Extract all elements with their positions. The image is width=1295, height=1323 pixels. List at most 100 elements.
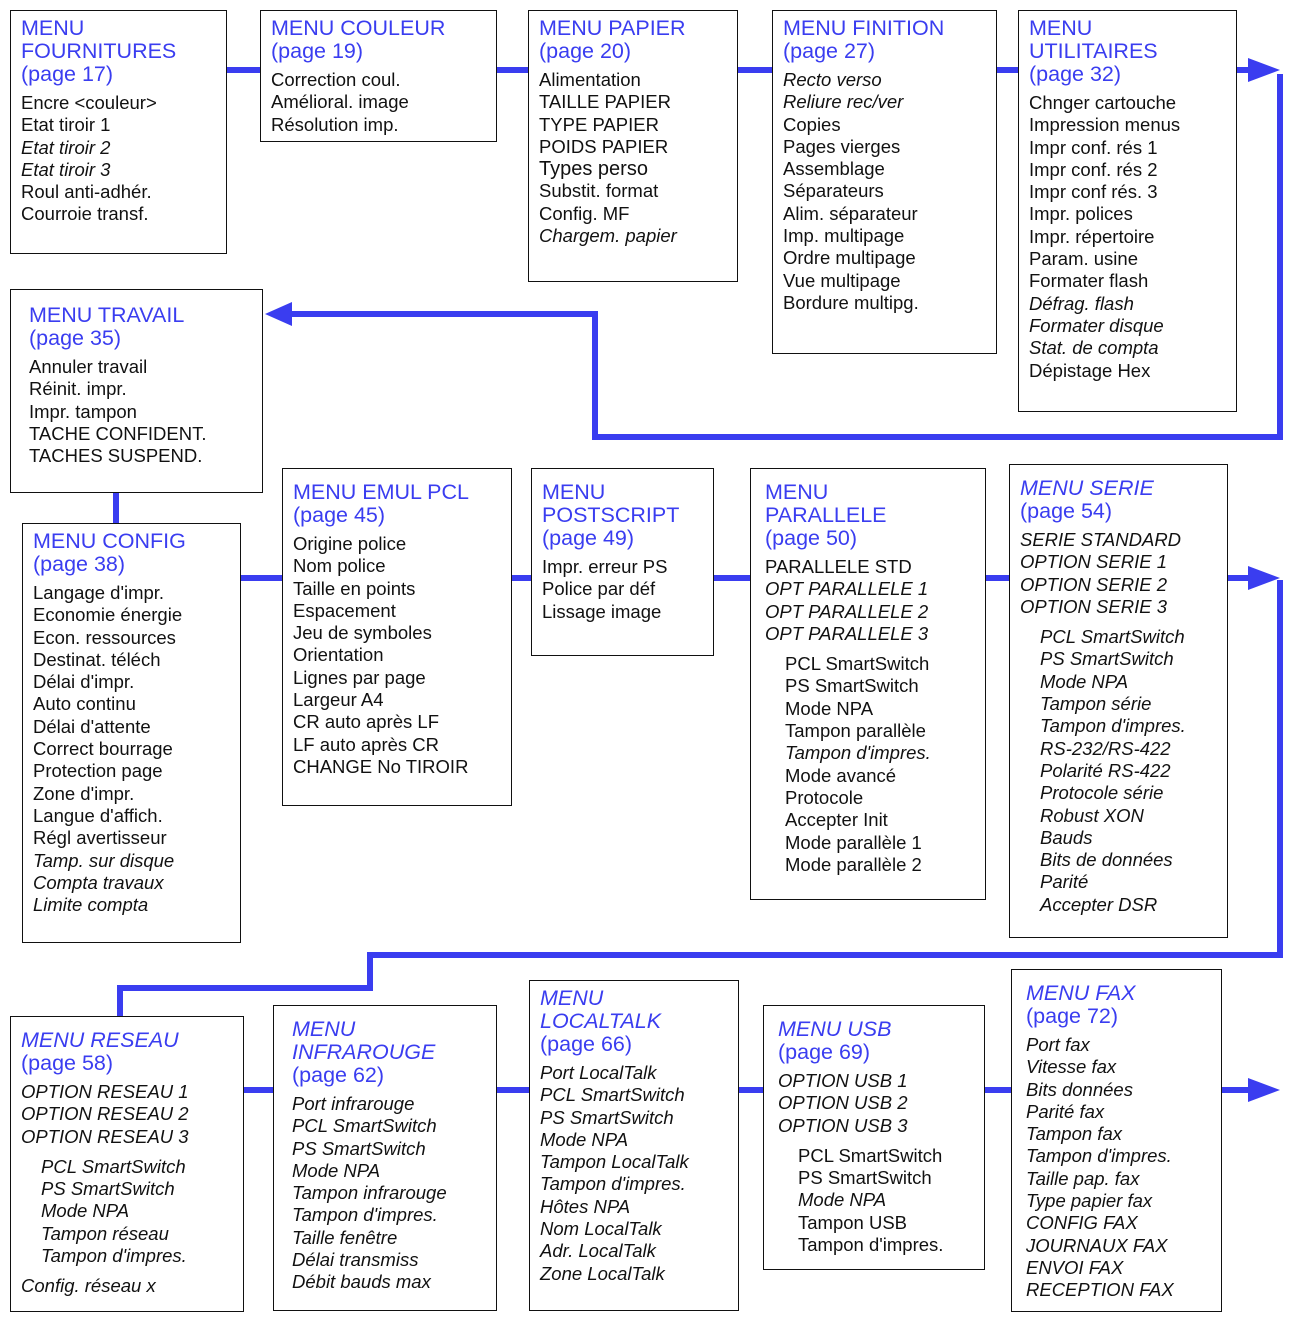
connector-loop-to-travail (290, 74, 1283, 440)
menu-item: Jeu de symboles (293, 622, 432, 644)
menu-title: MENU POSTSCRIPT (page 49) (542, 480, 680, 550)
menu-subitem: Tampon réseau (41, 1222, 169, 1244)
menu-item: Tampon d'impres. (1026, 1145, 1172, 1167)
menu-travail-box: MENU TRAVAIL (page 35) Annuler travail R… (10, 289, 263, 493)
menu-item: JOURNAUX FAX (1026, 1234, 1168, 1256)
menu-item: Reliure rec/ver (783, 91, 904, 113)
menu-subitem: Protocole (785, 786, 864, 808)
menu-item: TYPE PAPIER (539, 113, 659, 135)
menu-item: Auto continu (33, 693, 136, 715)
menu-subitem: Parité (1040, 871, 1089, 893)
menu-item: PARALLELE STD (765, 556, 912, 577)
menu-title: MENU UTILITAIRES (page 32) (1029, 16, 1158, 86)
menu-item: Formater flash (1029, 270, 1149, 292)
menu-usb-box: MENU USB (page 69) OPTION USB 1 OPTION U… (763, 1005, 985, 1270)
menu-utilitaires-box: MENU UTILITAIRES (page 32) Chnger cartou… (1018, 10, 1237, 412)
menu-couleur-box: MENU COULEUR (page 19) Correction coul. … (260, 10, 497, 142)
menu-item: Roul anti-adhér. (21, 181, 152, 203)
menu-subitem: Accepter DSR (1040, 893, 1158, 915)
menu-title: MENU RESEAU (page 58) (21, 1028, 179, 1075)
menu-item: Type papier fax (1026, 1190, 1153, 1212)
menu-item: Annuler travail (29, 356, 148, 377)
menu-item: SERIE STANDARD (1020, 529, 1182, 550)
menu-subitem: Mode avancé (785, 764, 897, 786)
menu-item: Chargem. papier (539, 225, 677, 247)
menu-title: MENU INFRAROUGE (page 62) (292, 1017, 436, 1087)
menu-item: Vue multipage (783, 269, 901, 291)
menu-item: Bordure multipg. (783, 291, 919, 313)
menu-subitem: PCL SmartSwitch (1040, 626, 1185, 648)
menu-item: Zone d'impr. (33, 782, 135, 804)
menu-item: Délai transmiss (292, 1249, 419, 1271)
menu-subitem: PS SmartSwitch (41, 1178, 175, 1200)
menu-subitem: Tampon d'impres. (41, 1245, 187, 1267)
menu-item: Impr conf rés. 3 (1029, 181, 1158, 203)
menu-item: Dépistage Hex (1029, 359, 1151, 381)
arrowhead-right-top (1248, 58, 1280, 82)
menu-subitem: PCL SmartSwitch (785, 653, 930, 675)
arrowhead-right-bottom (1248, 1078, 1280, 1102)
menu-item: Courroie transf. (21, 203, 149, 225)
menu-subitem: Bauds (1040, 826, 1093, 848)
menu-fournitures-box: MENU FOURNITURES (page 17) Encre <couleu… (10, 10, 227, 254)
menu-title: MENU TRAVAIL (page 35) (29, 303, 185, 350)
menu-title: MENU PAPIER (page 20) (539, 16, 686, 63)
menu-title: MENU CONFIG (page 38) (33, 529, 186, 576)
menu-config-box: MENU CONFIG (page 38) Langage d'impr. Ec… (22, 523, 241, 943)
menu-item: Régl avertisseur (33, 827, 167, 849)
menu-item: OPT PARALLELE 1 (765, 578, 929, 600)
menu-subitem: PS SmartSwitch (1040, 648, 1174, 670)
menu-item: OPTION USB 1 (778, 1070, 908, 1091)
menu-item: Tampon d'impres. (540, 1173, 686, 1195)
menu-subitem: Tampon USB (798, 1211, 907, 1233)
menu-item: Encre <couleur> (21, 92, 157, 113)
menu-subitem: Bits de données (1040, 849, 1173, 871)
menu-title: MENU FOURNITURES (page 17) (21, 16, 177, 86)
menu-item: Econ. ressources (33, 626, 176, 648)
menu-item: Réinit. impr. (29, 378, 127, 400)
menu-item: OPT PARALLELE 3 (765, 622, 929, 644)
menu-infrarouge-box: MENU INFRAROUGE (page 62) Port infraroug… (273, 1005, 497, 1311)
menu-item: OPTION SERIE 1 (1020, 551, 1168, 573)
menu-title: MENU PARALLELE (page 50) (765, 480, 887, 550)
menu-item: PCL SmartSwitch (292, 1115, 437, 1137)
menu-item: PS SmartSwitch (292, 1137, 426, 1159)
menu-item: LF auto après CR (293, 733, 440, 755)
menu-item: Résolution imp. (271, 113, 399, 135)
menu-parallele-box: MENU PARALLELE (page 50) PARALLELE STD O… (750, 468, 986, 900)
menu-item: ENVOI FAX (1026, 1256, 1124, 1278)
menu-item: Zone LocalTalk (540, 1262, 665, 1284)
menu-subitem: Robust XON (1040, 804, 1144, 826)
menu-item: Pages vierges (783, 135, 901, 157)
menu-item: OPTION SERIE 2 (1020, 573, 1168, 595)
menu-item: Tampon d'impres. (292, 1204, 438, 1226)
menu-item: Etat tiroir 2 (21, 136, 111, 158)
menu-item: TACHE CONFIDENT. (29, 422, 207, 444)
menu-papier-box: MENU PAPIER (page 20) Alimentation TAILL… (528, 10, 738, 282)
menu-item: Types perso (539, 158, 648, 181)
menu-item: Port infrarouge (292, 1093, 415, 1114)
menu-item: Défrag. flash (1029, 292, 1134, 314)
menu-item: Compta travaux (33, 871, 164, 893)
menu-item: Correction coul. (271, 69, 401, 90)
menu-item: Vitesse fax (1026, 1056, 1117, 1078)
menu-subitem: PCL SmartSwitch (798, 1144, 943, 1166)
menu-item: Police par déf (542, 578, 656, 600)
menu-item: OPTION USB 3 (778, 1114, 908, 1136)
menu-item: Débit bauds max (292, 1271, 431, 1293)
menu-item: Limite compta (33, 894, 149, 916)
menu-item: OPTION RESEAU 1 (21, 1081, 189, 1102)
menu-item: Impr. polices (1029, 203, 1133, 225)
menu-item: Nom police (293, 555, 386, 577)
menu-item: Origine police (293, 533, 407, 554)
menu-subitem: PCL SmartSwitch (41, 1155, 186, 1177)
menu-item: OPTION RESEAU 2 (21, 1103, 189, 1125)
menu-subitem: Tampon série (1040, 693, 1152, 715)
menu-item: POIDS PAPIER (539, 135, 669, 157)
menu-item: Alimentation (539, 69, 641, 90)
menu-item: OPTION RESEAU 3 (21, 1125, 189, 1147)
menu-item: Nom LocalTalk (540, 1218, 662, 1240)
menu-item: Chnger cartouche (1029, 92, 1177, 113)
menu-item: OPT PARALLELE 2 (765, 600, 929, 622)
